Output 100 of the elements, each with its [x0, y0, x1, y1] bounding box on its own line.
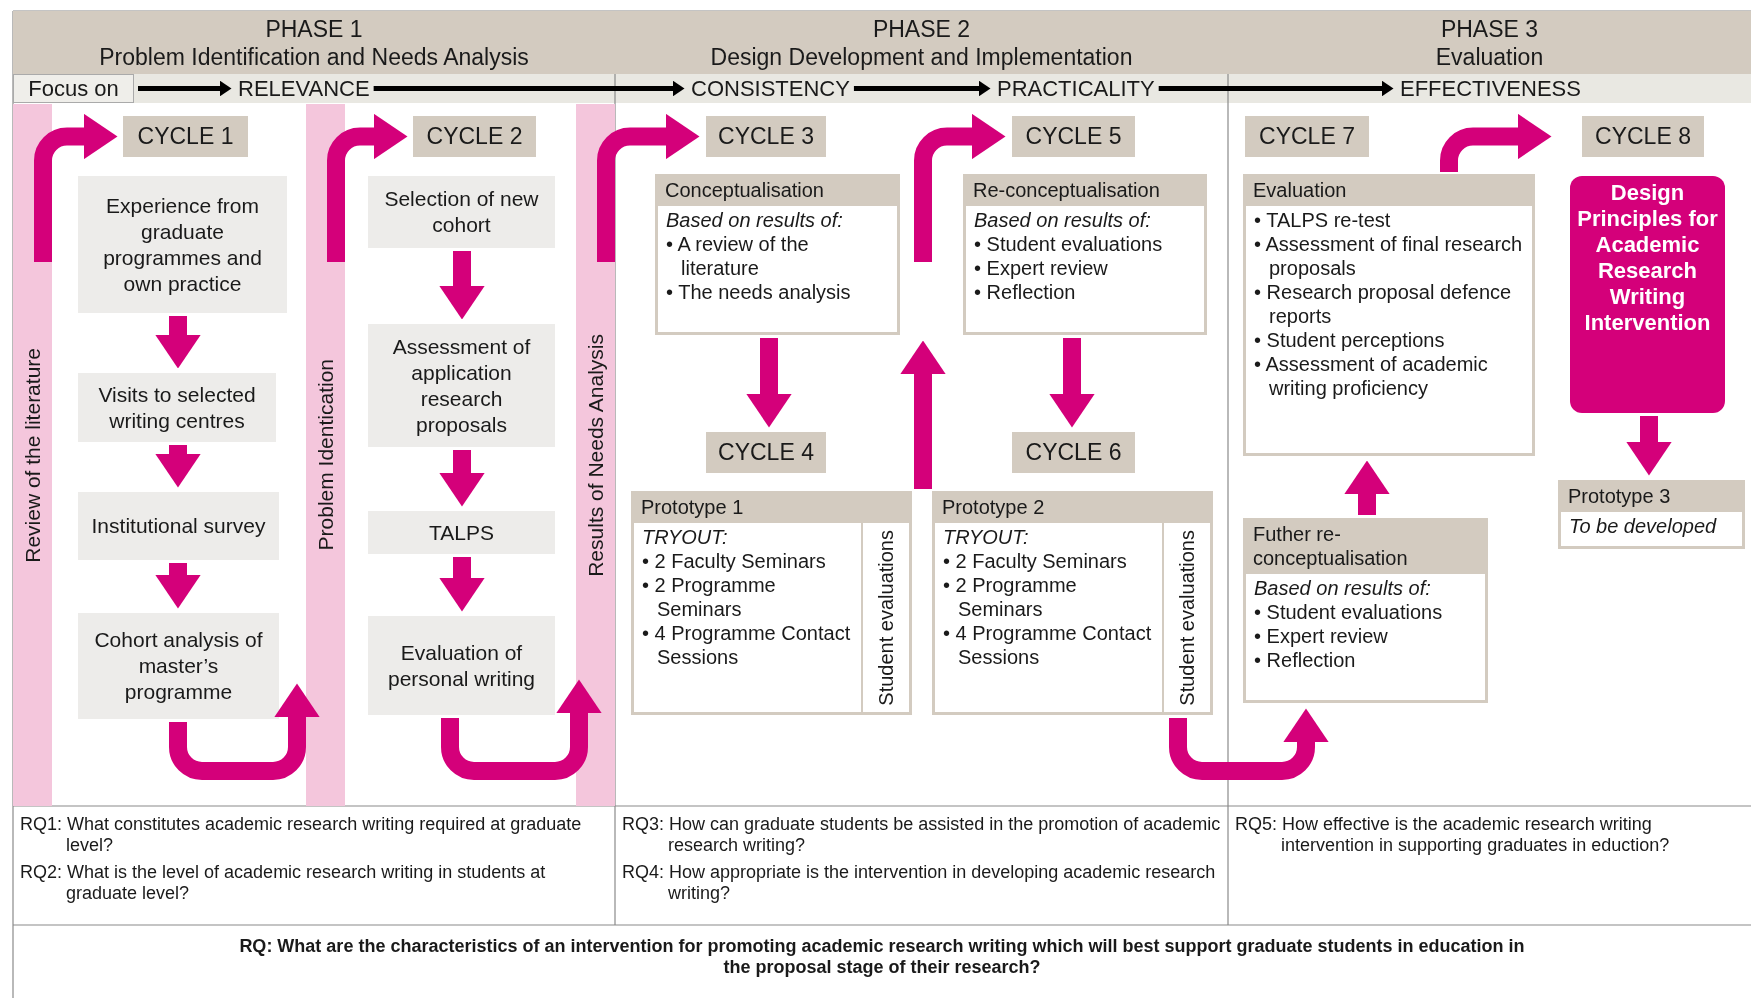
band-label: Review of the literature: [20, 347, 45, 563]
info-card: [963, 174, 1207, 335]
question-text: RQ2: What is the level of academic research writing in students at graduate level?: [20, 862, 547, 904]
arrow: [1344, 460, 1390, 515]
cycle-label: CYCLE 1: [123, 116, 248, 157]
side-label: Student evaluations: [1176, 529, 1198, 706]
arrow: [746, 338, 792, 428]
bullet-item: • 2 Programme Seminars: [943, 573, 1078, 621]
question-text: RQ3: How can graduate students be assisted in the promotion of academic research writing?: [622, 814, 1222, 856]
bullet-item: • Student perceptions: [1254, 328, 1446, 352]
arrow: [597, 113, 700, 262]
phase-header: [1228, 11, 1751, 74]
question-text: RQ4: How appropriate is the intervention in developing academic research writing?: [622, 862, 1217, 904]
side-band: [306, 104, 345, 806]
criterion-label: CONSISTENCY: [691, 74, 850, 103]
arrow: [373, 80, 685, 97]
step-box: Experience from graduate programmes and own practice: [78, 176, 287, 313]
step-box: Selection of new cohort: [368, 176, 555, 248]
cycle-label: CYCLE 5: [1012, 116, 1135, 157]
phase-number: PHASE 3: [1439, 15, 1540, 43]
step-box: Assessment of application research proposals: [368, 324, 555, 447]
intro-text: TRYOUT:: [642, 525, 729, 549]
step-box: Institutional survey: [78, 492, 279, 560]
band-label: Results of Needs Analysis: [583, 333, 608, 577]
arrow: [155, 316, 201, 369]
cycle-label: CYCLE 2: [413, 116, 536, 157]
arrow: [34, 113, 118, 262]
intro-text: Based on results of:: [1254, 576, 1432, 600]
main-question: RQ: What are the characteristics of an intervention for promoting academic research writing which will best support graduate students in education in the proposal stage of their research?: [238, 936, 1526, 978]
arrow: [155, 445, 201, 488]
arrow: [853, 80, 991, 97]
phase-title: Design Development and Implementation: [709, 43, 1134, 71]
criterion-label: RELEVANCE: [238, 74, 370, 103]
intro-text: To be developed: [1569, 514, 1718, 538]
intro-text: Based on results of:: [974, 208, 1152, 232]
criterion-label: PRACTICALITY: [997, 74, 1155, 103]
bullet-item: • The needs analysis: [666, 280, 852, 304]
arrow: [1626, 416, 1672, 476]
card-header: Evaluation: [1246, 177, 1532, 206]
bullet-item: • Assessment of final research proposals: [1254, 232, 1524, 280]
bullet-item: • Reflection: [974, 280, 1077, 304]
arrow: [138, 80, 232, 97]
bullet-item: • Student evaluations: [974, 232, 1164, 256]
card-header: Prototype 3: [1561, 483, 1742, 512]
info-card: [655, 174, 900, 335]
side-band: [13, 104, 52, 806]
arrow: [1158, 80, 1394, 97]
bullet-item: • Reflection: [1254, 648, 1357, 672]
bullet-item: • Assessment of academic writing proficiency: [1254, 352, 1489, 400]
cycle-label: CYCLE 7: [1245, 116, 1369, 157]
cycle-label: CYCLE 3: [706, 116, 826, 157]
card-header: Prototype 1: [634, 494, 909, 523]
criterion-label: EFFECTIVENESS: [1400, 74, 1581, 103]
phase-title: Problem Identification and Needs Analysis: [98, 43, 530, 71]
bullet-item: • Expert review: [974, 256, 1109, 280]
card-header: Re-conceptualisation: [966, 177, 1204, 206]
arrow: [1169, 708, 1329, 780]
phase-number: PHASE 2: [871, 15, 972, 43]
arrow: [439, 557, 485, 612]
step-box: Visits to selected writing centres: [78, 373, 276, 442]
intro-text: TRYOUT:: [943, 525, 1030, 549]
info-card: [631, 491, 912, 715]
cycle-label: CYCLE 6: [1012, 432, 1135, 473]
card-header: Prototype 2: [935, 494, 1210, 523]
question-text: RQ5: How effective is the academic research writing intervention in supporting graduates in eduction?: [1235, 814, 1671, 856]
cycle-label: CYCLE 4: [706, 432, 826, 473]
phase-header: [13, 11, 615, 74]
bullet-item: • Expert review: [1254, 624, 1389, 648]
arrow: [439, 251, 485, 320]
bullet-item: • 4 Programme Contact Sessions: [943, 621, 1153, 669]
cycle-label: CYCLE 8: [1582, 116, 1704, 157]
phase-title: Evaluation: [1434, 43, 1545, 71]
card-header: Conceptualisation: [658, 177, 897, 206]
focus-box: Focus on: [13, 74, 134, 103]
arrow: [1049, 338, 1095, 428]
step-box: Evaluation of personal writing: [368, 616, 555, 715]
bullet-item: • Student evaluations: [1254, 600, 1444, 624]
step-box: TALPS: [368, 511, 555, 554]
outcome-box: Design Principles for Academic Research Writing Intervention: [1570, 176, 1725, 413]
card-header: Futher re-conceptualisation: [1246, 521, 1485, 574]
bullet-item: • A review of the literature: [666, 232, 810, 280]
arrow: [169, 683, 320, 780]
info-card: [1243, 518, 1488, 703]
info-card: [932, 491, 1213, 715]
bullet-item: • 2 Faculty Seminars: [943, 549, 1128, 573]
arrow: [441, 679, 602, 780]
question-text: RQ1: What constitutes academic research writing required at graduate level?: [20, 814, 583, 856]
phase-number: PHASE 1: [264, 15, 364, 43]
arrow: [155, 563, 201, 609]
info-card: [1243, 174, 1535, 456]
bullet-item: • Research proposal defence reports: [1254, 280, 1513, 328]
intro-text: Based on results of:: [666, 208, 844, 232]
arrow: [327, 113, 408, 262]
info-card: [1558, 480, 1745, 549]
side-label: Student evaluations: [875, 529, 897, 706]
bullet-item: • 2 Programme Seminars: [642, 573, 777, 621]
band-label: Problem Identication: [313, 359, 338, 551]
arrow: [900, 340, 946, 489]
bullet-item: • 4 Programme Contact Sessions: [642, 621, 852, 669]
bullet-item: • 2 Faculty Seminars: [642, 549, 827, 573]
